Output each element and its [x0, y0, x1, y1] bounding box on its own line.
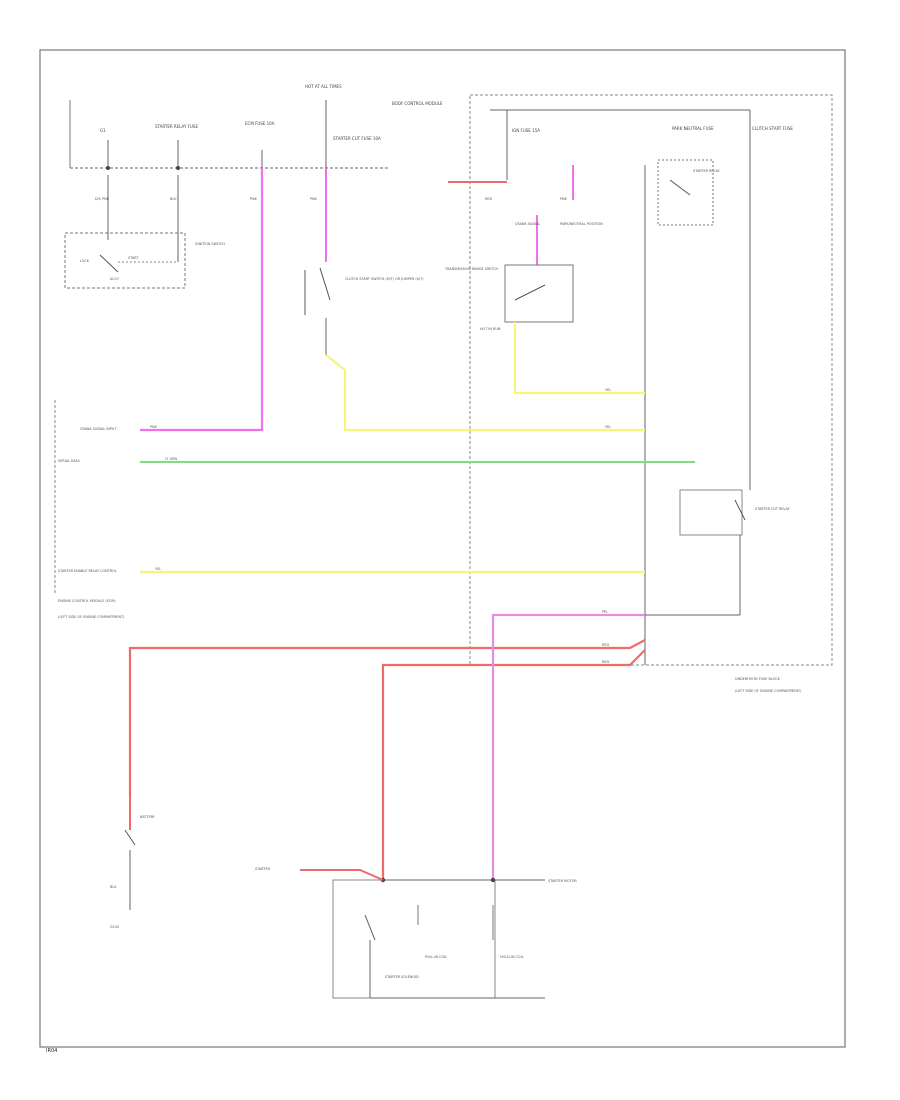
label-ecm-location: (LEFT SIDE OF ENGINE COMPARTMENT)	[58, 615, 125, 619]
starter-node-2	[490, 877, 496, 883]
label-crank-signal: CRANK SIGNAL	[515, 222, 540, 226]
wire-red-battery	[128, 639, 646, 795]
label-underhood-fuse: UNDERHOOD FUSE BLOCK	[735, 677, 781, 681]
wire-label-pnk: PNK	[150, 425, 158, 429]
label-starter-feed: STARTER	[255, 867, 271, 871]
conn-code-4: PNK	[310, 197, 318, 201]
red-feed-in	[300, 869, 384, 881]
label-crank-signal-in: CRANK SIGNAL INPUT	[80, 427, 117, 431]
wire-label-yel-2: YEL	[605, 425, 611, 429]
label-hot-at-all-times: HOT AT ALL TIMES	[305, 84, 342, 89]
wire-label-ppl: PPL	[602, 610, 608, 614]
label-battery: BATTERY	[140, 815, 156, 819]
battery-cell	[124, 829, 136, 846]
conn-code-5: RED	[485, 197, 492, 201]
label-starter-cut-relay: STARTER CUT RELAY	[755, 507, 791, 511]
wire-label-yel-3: YEL	[155, 567, 161, 571]
ign-switch-arm	[99, 254, 119, 273]
label-accy: ACCY	[110, 277, 120, 281]
label-ground-top: G1	[100, 128, 106, 133]
wire-violet-solenoid	[491, 613, 645, 880]
label-ground-battery: G104	[110, 925, 119, 929]
label-starter-enable: STARTER ENABLE RELAY CONTROL	[58, 569, 117, 573]
solenoid-arm	[364, 914, 376, 941]
label-underhood-location: (LEFT SIDE OF ENGINE COMPARTMENT)	[735, 689, 802, 693]
clutch-switch-arm	[319, 267, 331, 301]
diagram-frame	[39, 49, 846, 1048]
label-ecm-module: ENGINE CONTROL MODULE (ECM)	[58, 599, 116, 603]
wire-label-grn: LT GRN	[165, 457, 178, 461]
conn-code-2: BLK	[170, 197, 177, 201]
starter-motor-box	[332, 879, 496, 999]
label-starter-relay-fuse: STARTER RELAY FUSE	[155, 124, 198, 129]
ignition-switch-box	[64, 232, 186, 289]
splice-fuse2	[176, 166, 180, 170]
label-lock: LOCK	[80, 259, 90, 263]
label-park-neutral-fuse: PARK NEUTRAL FUSE	[672, 126, 714, 131]
wire-yellow-clutch	[325, 354, 645, 432]
starter-cut-arm	[734, 499, 746, 521]
conn-code-6: PNK	[560, 197, 568, 201]
label-starter-relay: STARTER RELAY	[693, 169, 721, 173]
label-start: START	[128, 256, 139, 260]
label-ecm-fuse: ECM FUSE 10A	[245, 121, 275, 126]
label-ignition-switch: IGNITION SWITCH	[195, 242, 225, 246]
wire-label-blk: BLK	[110, 885, 117, 889]
label-clutch-switch: CLUTCH START SWITCH (M/T) OR JUMPER (A/T…	[345, 277, 424, 281]
label-clutch-start-fuse: CLUTCH START FUSE	[752, 126, 793, 131]
wire-red-starter	[381, 649, 646, 880]
starter-relay-arm	[669, 179, 691, 196]
label-hold-in: HOLD-IN COIL	[500, 955, 524, 959]
label-serial-data: SERIAL DATA	[58, 459, 80, 463]
label-starter-motor: STARTER MOTOR	[548, 879, 577, 883]
wire-label-red-2: RED	[602, 660, 609, 664]
label-starter-cut-fuse: STARTER CUT FUSE 10A	[333, 136, 381, 141]
starter-cut-relay-box	[679, 489, 743, 536]
wire-pink-crank	[140, 168, 264, 432]
label-hot-in-run: HOT IN RUN	[480, 327, 501, 331]
wire-label-red-1: RED	[602, 643, 609, 647]
underhood-fuse-block	[469, 94, 833, 666]
trans-switch-arm	[514, 284, 546, 301]
label-ign-fuse: IGN FUSE 15A	[512, 128, 540, 133]
label-body-control: BODY CONTROL MODULE	[392, 101, 443, 106]
label-trans-range: TRANSMISSION RANGE SWITCH	[444, 267, 498, 271]
label-park-neutral-pos: PARK/NEUTRAL POSITION	[560, 222, 603, 226]
conn-code-1: D/C PNK	[95, 197, 110, 201]
label-solenoid: STARTER SOLENOID	[385, 975, 419, 979]
trans-range-switch	[504, 264, 574, 323]
splice-ground	[106, 166, 110, 170]
diagram-footer-id: IR04	[46, 1048, 57, 1054]
conn-code-3: PNK	[250, 197, 258, 201]
wire-label-yel-1: YEL	[605, 388, 611, 392]
label-pull-in: PULL-IN COIL	[425, 955, 447, 959]
